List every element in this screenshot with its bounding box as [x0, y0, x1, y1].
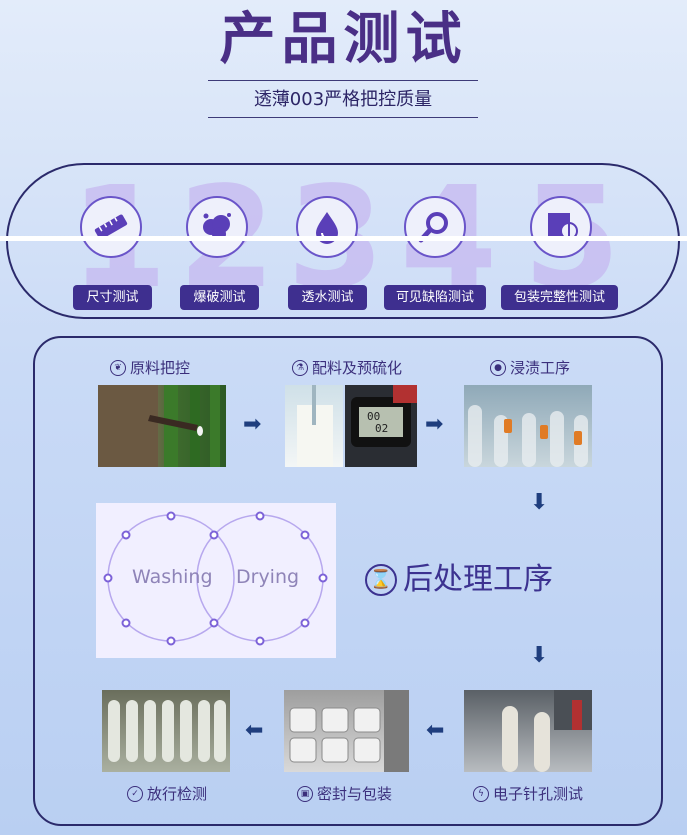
gauge-readout-1: 00: [367, 410, 381, 423]
electric-icon: ϟ: [473, 786, 489, 802]
flow-arrow-left-2: ⬅: [426, 718, 445, 743]
water-drop-icon: [296, 196, 358, 258]
subtitle-top-rule: [208, 80, 478, 81]
flow-arrow-right-1: ➡: [243, 412, 262, 437]
gauge-photo: 00 02: [345, 385, 417, 467]
step-release-inspection: ✓放行检测: [127, 784, 207, 804]
page-subtitle: 透薄003严格把控质量: [253, 89, 433, 110]
process-panel: [33, 336, 663, 826]
test-label-water: 透水测试: [288, 285, 367, 310]
subtitle-bottom-rule: [208, 117, 478, 118]
tests-band: [6, 163, 680, 319]
test-label-package: 包装完整性测试: [501, 285, 618, 310]
flow-arrow-down-2: ⬇: [530, 643, 549, 668]
flask-icon: ⚗: [292, 360, 308, 376]
step-dipping: ●浸渍工序: [490, 358, 570, 378]
step-compounding: ⚗配料及预硫化: [292, 358, 402, 378]
gift-box-icon: ▣: [297, 786, 313, 802]
package-icon: [530, 196, 592, 258]
dipping-line-photo: [464, 385, 592, 467]
washing-drying-diagram: Washing Drying: [96, 503, 336, 658]
sealing-packaging-photo: [284, 690, 409, 772]
step-sealing-packaging: ▣密封与包装: [297, 784, 392, 804]
gauge-readout-2: 02: [375, 422, 389, 435]
flow-arrow-down-1: ⬇: [530, 490, 549, 515]
test-label-defect: 可见缺陷测试: [384, 285, 486, 310]
hourglass-icon: ⌛: [365, 564, 397, 596]
burst-icon: [186, 196, 248, 258]
divider-line: [0, 236, 687, 241]
drop-icon: ●: [490, 360, 506, 376]
washing-label: Washing: [132, 566, 213, 588]
drying-label: Drying: [236, 566, 300, 588]
page-title: 产品测试: [219, 7, 468, 72]
checkmark-icon: ✓: [127, 786, 143, 802]
flow-arrow-right-2: ➡: [425, 412, 444, 437]
step-raw-material: ❦原料把控: [110, 358, 190, 378]
pinhole-test-photo: [464, 690, 592, 772]
rubber-tree-photo: [98, 385, 226, 467]
test-label-burst: 爆破测试: [180, 285, 259, 310]
flow-arrow-left-1: ⬅: [245, 718, 264, 743]
test-label-size: 尺寸测试: [73, 285, 152, 310]
leaf-icon: ❦: [110, 360, 126, 376]
post-processing-heading: ⌛后处理工序: [365, 560, 553, 600]
ruler-icon: [80, 196, 142, 258]
release-inspection-photo: [102, 690, 230, 772]
magnifier-icon: [404, 196, 466, 258]
latex-tank-photo: [285, 385, 343, 467]
